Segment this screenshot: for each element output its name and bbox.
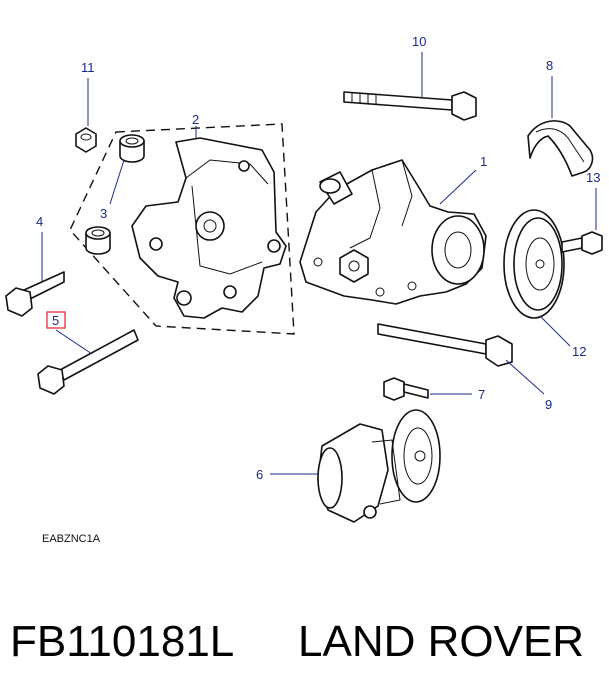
callout-7: 7 xyxy=(478,387,485,402)
callout-11: 11 xyxy=(81,60,95,75)
part-5-long-bolt xyxy=(37,329,139,395)
footer-brand: LAND ROVER xyxy=(298,617,584,666)
callout-1: 1 xyxy=(480,154,487,169)
callout-13: 13 xyxy=(586,170,600,185)
leader-3 xyxy=(109,159,125,205)
callout-8: 8 xyxy=(546,58,553,73)
part-8-drive-belt xyxy=(527,120,594,177)
part-6-belt-tensioner xyxy=(317,409,441,523)
callout-4: 4 xyxy=(36,214,43,229)
part-1-steering-pump xyxy=(299,159,487,305)
footer-part-number: FB110181L xyxy=(10,617,234,666)
callout-9: 9 xyxy=(545,397,552,412)
part-2-mounting-bracket xyxy=(131,137,287,319)
part-4-bolt xyxy=(5,271,65,317)
part-13-bolt xyxy=(561,231,603,255)
callout-2: 2 xyxy=(192,112,199,127)
part-3-spacer-upper xyxy=(119,134,145,163)
diagram-reference-code: EABZNC1A xyxy=(42,533,101,545)
part-11-nut xyxy=(75,127,97,153)
leader-12 xyxy=(539,315,571,347)
callout-5-highlight-box xyxy=(46,311,66,329)
bracket-group-outline xyxy=(69,123,295,335)
leader-5 xyxy=(55,329,93,355)
part-7-bolt xyxy=(383,377,429,401)
callout-12: 12 xyxy=(572,344,586,359)
callout-6: 6 xyxy=(256,467,263,482)
part-3-spacer-lower xyxy=(85,226,111,255)
part-9-long-bolt xyxy=(377,323,513,367)
leader-9 xyxy=(505,359,545,395)
callout-10: 10 xyxy=(412,34,426,49)
part-12-pulley xyxy=(503,209,565,319)
leader-1 xyxy=(439,169,477,205)
part-10-long-bolt xyxy=(343,91,477,121)
callout-5: 5 xyxy=(52,313,59,328)
callout-3: 3 xyxy=(100,206,107,221)
